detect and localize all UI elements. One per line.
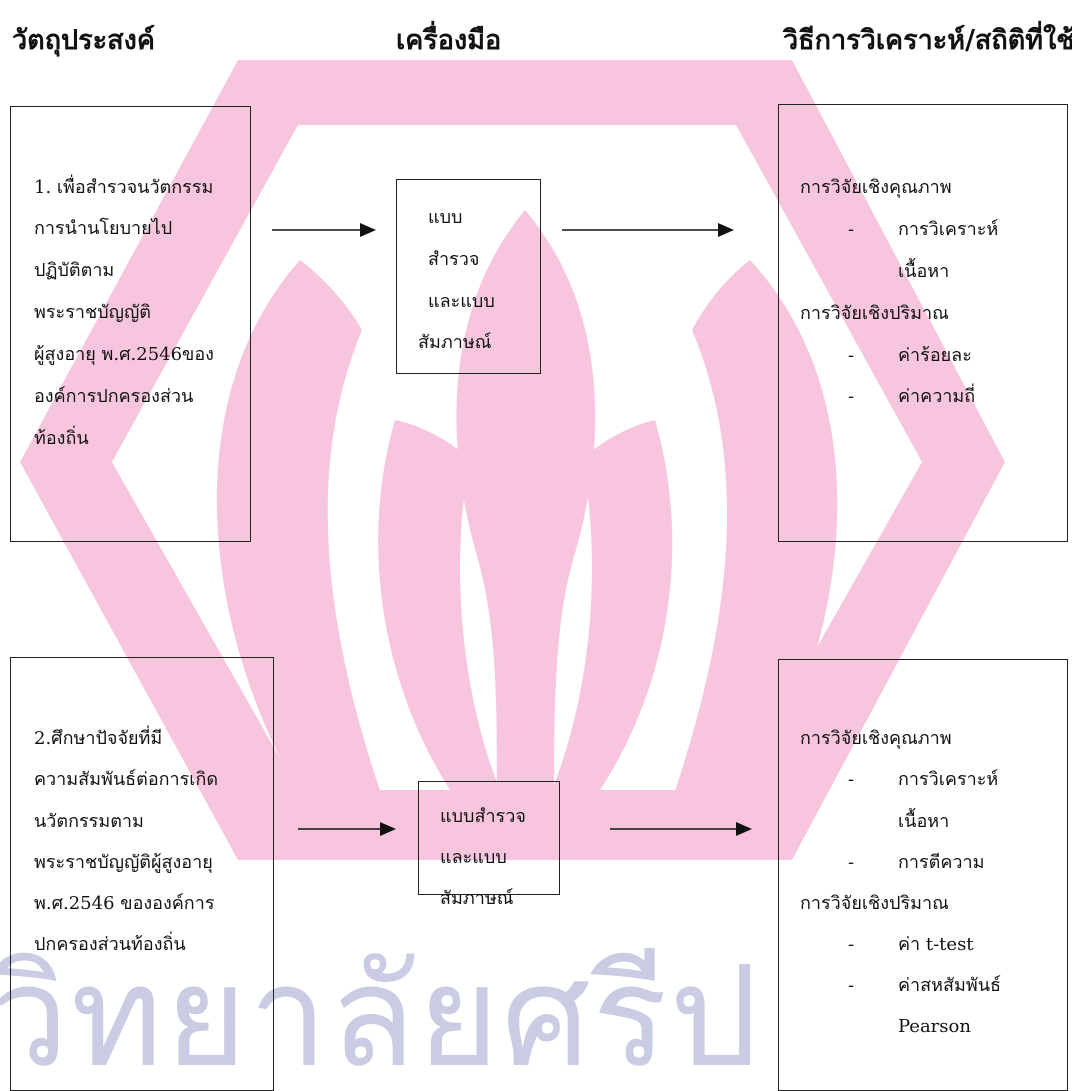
objective-box-1 (10, 106, 251, 542)
bullet-dash: - (848, 345, 855, 366)
arrow-1b (562, 223, 734, 237)
method-1-quant-item: ค่าร้อยละ (898, 345, 972, 366)
bullet-dash: - (848, 975, 855, 996)
method-1-qual-item: การวิเคราะห์ (898, 219, 999, 240)
tool-box-2 (418, 781, 560, 895)
bullet-dash: - (848, 852, 855, 873)
method-2-quant-item: ค่า t-test (898, 934, 974, 955)
objective-2-line: ความสัมพันธ์ต่อการเกิด (34, 769, 219, 790)
tool-1-line: แบบ (428, 207, 463, 228)
objective-2-line: ปกครองส่วนท้องถิ่น (34, 934, 186, 955)
header-method: วิธีการวิเคราะห์/สถิติที่ใช้ (783, 25, 1072, 56)
arrow-2b (610, 822, 752, 836)
objective-1-line: พระราชบัญญัติ (34, 302, 151, 323)
method-2-qual-item: การตีความ (898, 852, 985, 873)
method-1-qual-item-cont: เนื้อหา (898, 261, 950, 282)
method-2-quant-item-cont: Pearson (898, 1016, 971, 1037)
bullet-dash: - (848, 769, 855, 790)
tool-1-line: สำรวจ (428, 249, 480, 270)
objective-2-line: นวัตกรรมตาม (34, 811, 144, 832)
bullet-dash: - (848, 934, 855, 955)
arrow-2a (298, 822, 396, 836)
method-2-quant-heading: การวิจัยเชิงปริมาณ (800, 893, 949, 914)
method-2-qual-item: การวิเคราะห์ (898, 769, 999, 790)
method-1-qual-heading: การวิจัยเชิงคุณภาพ (800, 177, 952, 198)
objective-box-2 (10, 657, 274, 1091)
tool-2-line: แบบสำรวจ (440, 806, 526, 827)
tool-box-1 (396, 179, 541, 374)
objective-2-line: พ.ศ.2546 ขององค์การ (34, 893, 215, 914)
objective-2-line: 2.ศึกษาปัจจัยที่มี (34, 728, 163, 749)
method-1-quant-heading: การวิจัยเชิงปริมาณ (800, 303, 949, 324)
method-2-qual-item-cont: เนื้อหา (898, 811, 950, 832)
watermark-text: วิทยาลัยศรีป (0, 948, 761, 1091)
method-box-1 (778, 104, 1068, 542)
objective-1-line: 1. เพื่อสำรวจนวัตกรรม (34, 177, 214, 198)
tool-2-line: สัมภาษณ์ (440, 888, 514, 909)
objective-1-line: การนำนโยบายไป (34, 218, 173, 239)
objective-1-line: ปฏิบัติตาม (34, 260, 115, 281)
objective-1-line: องค์การปกครองส่วน (34, 386, 194, 407)
method-2-qual-heading: การวิจัยเชิงคุณภาพ (800, 728, 952, 749)
objective-1-line: ท้องถิ่น (34, 428, 89, 449)
method-1-quant-item: ค่าความถี่ (898, 386, 976, 407)
header-objective: วัตถุประสงค์ (12, 25, 155, 56)
arrow-1a (272, 223, 376, 237)
method-2-quant-item: ค่าสหสัมพันธ์ (898, 975, 1002, 996)
header-tool: เครื่องมือ (396, 25, 502, 56)
bullet-dash: - (848, 386, 855, 407)
tool-1-line: และแบบ (428, 291, 495, 312)
objective-2-line: พระราชบัญญัติผู้สูงอายุ (34, 852, 213, 873)
tool-1-line: สัมภาษณ์ (418, 332, 492, 353)
objective-1-line: ผู้สูงอายุ พ.ศ.2546ของ (34, 344, 214, 365)
tool-2-line: และแบบ (440, 847, 507, 868)
bullet-dash: - (848, 219, 855, 240)
